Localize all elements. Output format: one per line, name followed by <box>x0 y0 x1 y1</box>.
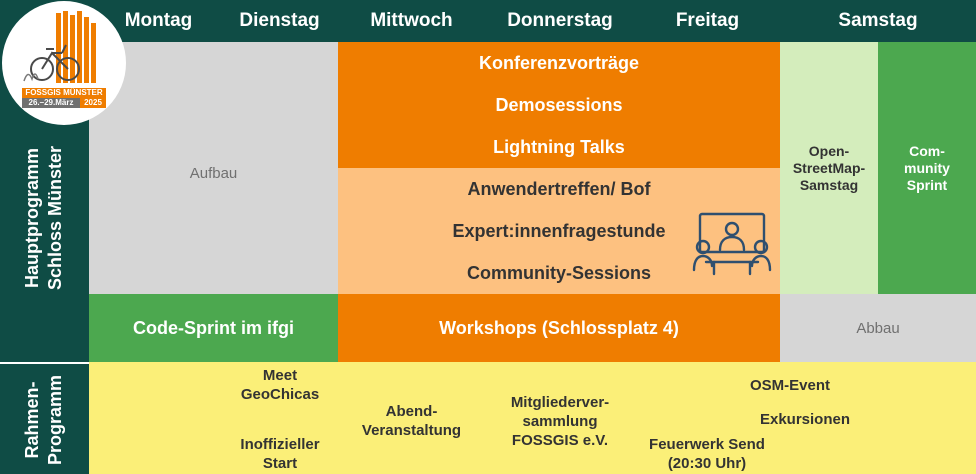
event-member-assembly-line3: FOSSGIS e.V. <box>511 432 609 449</box>
main-program-label-line2: Schloss Münster <box>45 145 65 291</box>
logo-name: FOSSGIS <box>25 88 61 97</box>
workshops-label: Workshops (Schlossplatz 4) <box>439 317 679 338</box>
day-header-samstag: Samstag <box>838 10 918 31</box>
community-sprint-block: Com- munity Sprint <box>878 42 976 294</box>
event-inofficial-start-line1: Inoffizieller <box>240 436 320 453</box>
meeting-table-icon <box>692 212 772 276</box>
lightning-talks-label: Lightning Talks <box>493 136 625 157</box>
expert-questions-label: Expert:innenfragestunde <box>452 220 666 241</box>
event-member-assembly-line1: Mitgliederver- <box>510 394 610 411</box>
event-fireworks-line2: (20:30 Uhr) <box>667 455 747 472</box>
workshops-block: Workshops (Schlossplatz 4) <box>338 294 780 362</box>
community-block: Anwendertreffen/ Bof Expert:innenfragest… <box>338 168 780 294</box>
logo-dates: 26.–29.März <box>22 98 80 108</box>
event-excursions: Exkursionen <box>735 410 875 429</box>
day-header-montag: Montag <box>124 10 193 31</box>
teardown-label: Abbau <box>856 319 900 337</box>
event-meet-geochicas-line2: GeoChicas <box>240 386 320 403</box>
day-header-donnerstag: Donnerstag <box>507 10 613 31</box>
event-member-assembly: Mitgliederver- sammlung FOSSGIS e.V. <box>485 393 635 450</box>
logo-name-bar: FOSSGIS MÜNSTER <box>22 88 106 98</box>
event-evening-line2: Veranstaltung <box>361 422 462 439</box>
day-header-mittwoch: Mittwoch <box>370 10 453 31</box>
osm-saturday-line3: Samstag <box>799 176 859 193</box>
community-sprint-line1: Com- <box>909 142 945 159</box>
event-inofficial-start-line2: Start <box>262 455 298 472</box>
main-program-label-line1: Hauptprogramm <box>22 147 42 289</box>
setup-label: Aufbau <box>189 164 238 182</box>
event-osm: OSM-Event <box>720 376 860 395</box>
event-meet-geochicas: Meet GeoChicas <box>200 366 360 404</box>
conference-talks-label: Konferenzvorträge <box>478 52 640 73</box>
event-osm-label: OSM-Event <box>749 377 830 394</box>
day-header-freitag: Freitag <box>675 10 740 31</box>
community-sessions-label: Community-Sessions <box>466 262 652 283</box>
event-evening: Abend- Veranstaltung <box>338 402 485 440</box>
fossgis-logo: FOSSGIS MÜNSTER 26.–29.März 2025 <box>2 1 126 125</box>
logo-city: MÜNSTER <box>63 88 103 97</box>
side-program-label-line1: Rahmen- <box>22 381 42 459</box>
logo-date-bar: 26.–29.März 2025 <box>22 98 106 108</box>
community-sprint-line3: Sprint <box>906 176 948 193</box>
code-sprint-label: Code-Sprint im ifgi <box>133 317 294 338</box>
setup-block: Aufbau <box>89 42 338 294</box>
code-sprint-block: Code-Sprint im ifgi <box>89 294 338 362</box>
event-fireworks-line1: Feuerwerk Send <box>649 436 765 453</box>
side-program-label-line2: Programm <box>45 374 65 466</box>
main-program-label: Hauptprogramm Schloss Münster <box>21 146 67 290</box>
logo-year: 2025 <box>80 98 106 108</box>
logo-bicycle-icon <box>23 11 96 83</box>
teardown-block: Abbau <box>780 294 976 362</box>
user-meetings-label: Anwendertreffen/ Bof <box>467 178 651 199</box>
event-excursions-label: Exkursionen <box>759 411 851 428</box>
event-inofficial-start: Inoffizieller Start <box>200 435 360 473</box>
side-program-block <box>89 362 976 474</box>
event-member-assembly-line2: sammlung <box>522 413 598 430</box>
side-divider <box>0 362 89 364</box>
header-bar <box>0 0 976 42</box>
osm-saturday-block: Open- StreetMap- Samstag <box>780 42 878 294</box>
side-program-label: Rahmen- Programm <box>21 375 67 465</box>
community-sprint-line2: munity <box>904 159 950 176</box>
conference-block: Konferenzvorträge Demosessions Lightning… <box>338 42 780 168</box>
event-evening-line1: Abend- <box>385 403 438 420</box>
day-header-dienstag: Dienstag <box>239 10 320 31</box>
event-fireworks: Feuerwerk Send (20:30 Uhr) <box>637 435 777 473</box>
event-meet-geochicas-line1: Meet <box>262 367 298 384</box>
osm-saturday-line1: Open- <box>808 142 850 159</box>
demosessions-label: Demosessions <box>495 94 623 115</box>
osm-saturday-line2: StreetMap- <box>792 159 866 176</box>
